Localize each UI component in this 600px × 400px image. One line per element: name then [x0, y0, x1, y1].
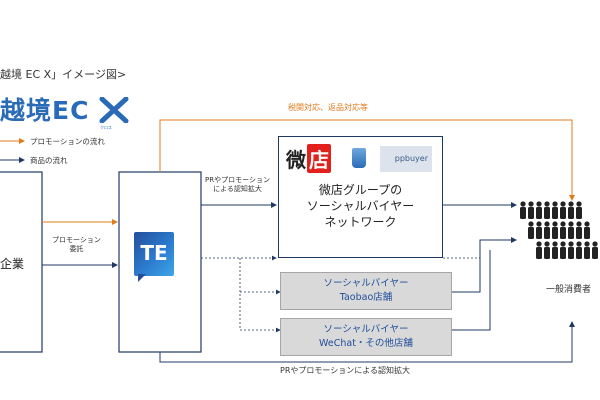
person-icon — [568, 241, 574, 259]
wechat-box: ソーシャルバイヤー WeChat・その他店舗 — [280, 318, 452, 356]
person-icon — [536, 221, 542, 239]
taobao-line2: Taobao店舗 — [339, 292, 393, 303]
person-icon — [536, 241, 542, 259]
te-logo-icon: TE — [134, 232, 174, 276]
logo-sub: クロス — [100, 125, 112, 130]
person-icon — [568, 221, 574, 239]
person-icon — [536, 201, 542, 219]
taobao-box: ソーシャルバイヤー Taobao店舗 — [280, 272, 452, 310]
person-icon — [552, 201, 558, 219]
x-logo-mark — [99, 96, 129, 124]
person-icon — [584, 241, 590, 259]
person-icon — [544, 201, 550, 219]
weidian-logo: 微店 — [286, 144, 331, 173]
edge-label-pr-top-line1: PRやプロモーション — [205, 176, 270, 184]
edge-label-pr-top: PRやプロモーション による認知拡大 — [205, 176, 270, 194]
person-icon — [576, 201, 582, 219]
person-icon — [576, 221, 582, 239]
person-icon — [560, 241, 566, 259]
edge-wechat-consumers — [452, 250, 491, 331]
person-icon — [576, 241, 582, 259]
person-icon — [584, 221, 590, 239]
company-box — [0, 171, 43, 353]
wechat-line1: ソーシャルバイヤー — [323, 324, 409, 335]
edge-label-pr-bottom: PRやプロモーションによる認知拡大 — [280, 366, 410, 375]
weidian-group-line1: 微店グループの — [318, 183, 403, 197]
consumers-label: 一般消費者 — [546, 285, 592, 295]
person-icon — [528, 201, 534, 219]
person-icon — [552, 241, 558, 259]
te-logo-tail — [138, 274, 146, 282]
edge-bottom-pr — [159, 321, 575, 363]
consumers-crowd-icon — [520, 201, 598, 259]
legend-promotion-label: プロモーションの流れ — [30, 137, 105, 146]
ppbuyer-logo: ppbuyer — [380, 146, 432, 172]
person-icon — [528, 221, 534, 239]
taobao-line1: ソーシャルバイヤー — [323, 278, 409, 289]
logo-text: 越境EC — [0, 96, 90, 125]
ppbuyer-bag-icon — [352, 148, 366, 168]
weidian-group-line3: ネットワーク — [324, 215, 397, 229]
edge-label-line2: 委託 — [69, 245, 84, 253]
company-label: 企業 — [0, 257, 25, 271]
edge-label-line1: プロモーション — [52, 236, 101, 244]
weidian-group-line2: ソーシャルバイヤー — [306, 199, 415, 213]
person-icon — [568, 201, 574, 219]
edge-label-promotion-entrust: プロモーション 委託 — [52, 236, 101, 254]
weidian-group-text: 微店グループの ソーシャルバイヤー ネットワーク — [278, 182, 443, 230]
edge-top-orange — [159, 119, 575, 201]
person-icon — [560, 221, 566, 239]
person-icon — [544, 241, 550, 259]
logo: 越境EC — [0, 91, 129, 127]
person-icon — [592, 241, 598, 259]
legend-goods-label: 商品の流れ — [30, 156, 68, 165]
person-icon — [560, 201, 566, 219]
person-icon — [544, 221, 550, 239]
person-icon — [552, 221, 558, 239]
edge-taobao-consumers — [452, 237, 517, 293]
edge-label-pr-top-line2: による認知拡大 — [213, 185, 262, 193]
edge-label-customs: 税関対応、返品対応等 — [288, 103, 368, 112]
wechat-line2: WeChat・その他店舗 — [319, 338, 413, 349]
person-icon — [520, 201, 526, 219]
page-title: 越境 EC X」イメージ図> — [0, 68, 127, 81]
weidian-logo-char: 微 — [286, 148, 306, 172]
weidian-logo-red-char: 店 — [307, 144, 331, 173]
